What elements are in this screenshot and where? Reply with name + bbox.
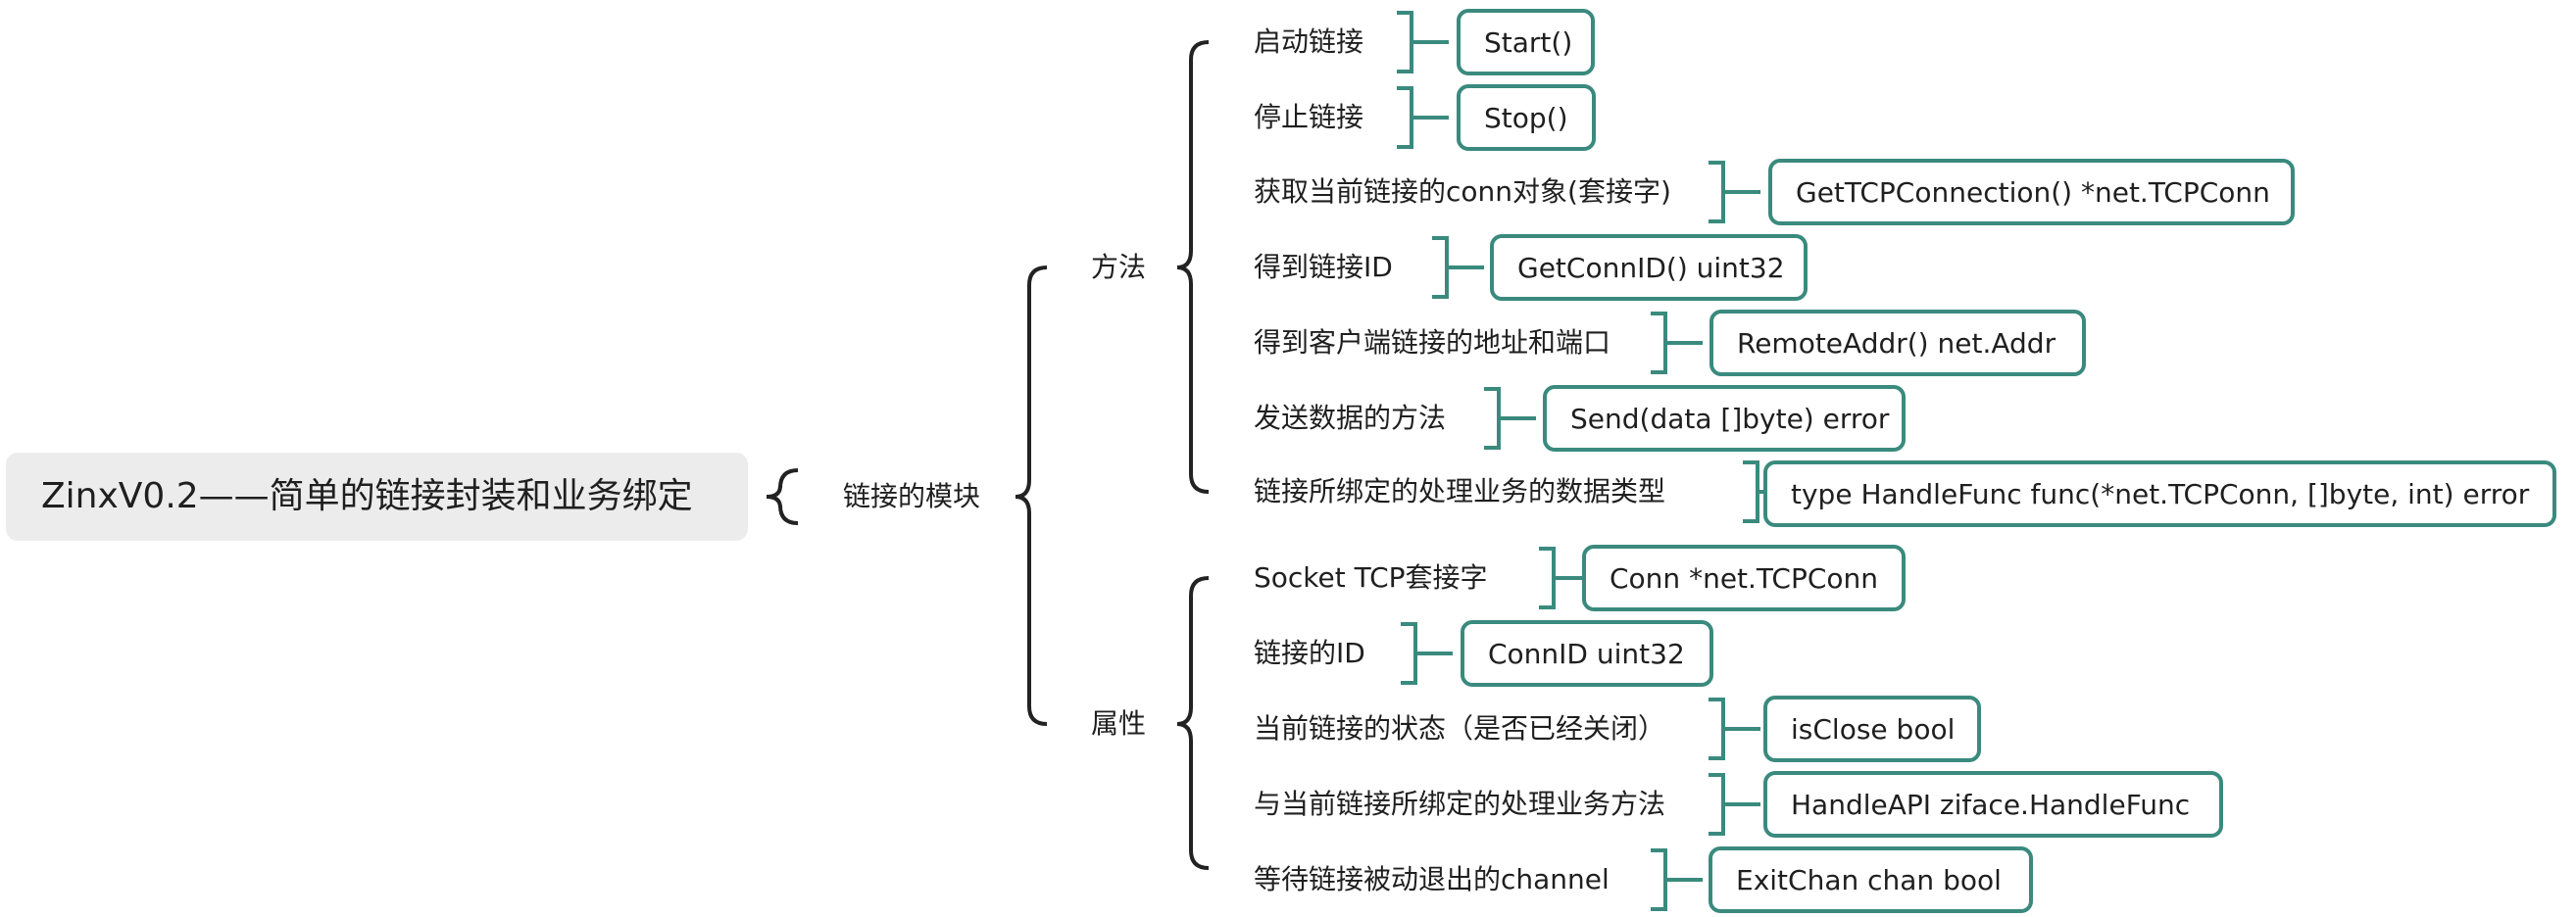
attribute-label[interactable]: 等待链接被动退出的channel [1254, 863, 1610, 895]
method-value-node[interactable]: GetConnID() uint32 [1490, 234, 1808, 301]
method-value-node[interactable]: type HandleFunc func(*net.TCPConn, []byt… [1763, 460, 2556, 527]
attribute-value: ConnID uint32 [1488, 637, 1685, 670]
method-label[interactable]: 发送数据的方法 [1254, 402, 1447, 434]
attribute-value-node[interactable]: ExitChan chan bool [1709, 846, 2033, 913]
method-label[interactable]: 获取当前链接的conn对象(套接字) [1254, 175, 1671, 208]
attributes-brace [1176, 576, 1210, 870]
method-value-node[interactable]: GetTCPConnection() *net.TCPConn [1768, 159, 2295, 225]
methods-brace [1176, 40, 1210, 494]
attribute-value: Conn *net.TCPConn [1610, 561, 1878, 595]
method-value: type HandleFunc func(*net.TCPConn, []byt… [1791, 477, 2530, 510]
method-value: GetTCPConnection() *net.TCPConn [1796, 175, 2270, 209]
attribute-label[interactable]: Socket TCP套接字 [1254, 561, 1488, 594]
method-label[interactable]: 停止链接 [1254, 101, 1364, 133]
connector-connid [1401, 622, 1453, 685]
attribute-value-node[interactable]: isClose bool [1763, 696, 1981, 762]
method-value-node[interactable]: Stop() [1457, 84, 1596, 151]
method-label[interactable]: 启动链接 [1254, 25, 1364, 58]
attribute-label[interactable]: 当前链接的状态（是否已经关闭） [1254, 712, 1666, 745]
method-value: Send(data []byte) error [1570, 402, 1890, 435]
method-value: Start() [1484, 25, 1573, 59]
connector-send [1484, 387, 1536, 450]
attributes-node[interactable]: 属性 [1091, 707, 1147, 740]
connector-remoteaddr [1651, 312, 1703, 374]
module-node[interactable]: 链接的模块 [843, 480, 981, 512]
root-brace [766, 468, 799, 525]
method-value-node[interactable]: RemoteAddr() net.Addr [1709, 310, 2086, 376]
root-node[interactable]: ZinxV0.2——简单的链接封装和业务绑定 [6, 453, 748, 541]
method-value: RemoteAddr() net.Addr [1737, 326, 2056, 360]
attribute-value-node[interactable]: Conn *net.TCPConn [1582, 545, 1906, 611]
method-label[interactable]: 得到客户端链接的地址和端口 [1254, 326, 1611, 359]
method-label[interactable]: 链接所绑定的处理业务的数据类型 [1254, 475, 1666, 507]
attribute-value-node[interactable]: HandleAPI ziface.HandleFunc [1763, 771, 2223, 838]
connector-isclose [1709, 698, 1760, 760]
method-value-node[interactable]: Send(data []byte) error [1543, 385, 1906, 452]
attribute-value-node[interactable]: ConnID uint32 [1461, 620, 1713, 687]
attribute-label[interactable]: 与当前链接所绑定的处理业务方法 [1254, 788, 1666, 820]
connector-stop [1397, 86, 1449, 149]
methods-node[interactable]: 方法 [1091, 251, 1147, 283]
attribute-value: isClose bool [1791, 712, 1956, 746]
connector-getconnid [1432, 236, 1484, 299]
attribute-label[interactable]: 链接的ID [1254, 637, 1365, 669]
method-label[interactable]: 得到链接ID [1254, 251, 1393, 283]
connector-exitchan [1651, 848, 1703, 911]
connector-gettcpconnection [1709, 161, 1760, 223]
root-title: ZinxV0.2——简单的链接封装和业务绑定 [41, 476, 693, 516]
method-value-node[interactable]: Start() [1457, 9, 1595, 75]
connector-handleapi [1709, 773, 1760, 836]
module-brace [1015, 265, 1048, 726]
attribute-value: HandleAPI ziface.HandleFunc [1791, 788, 2191, 821]
method-value: GetConnID() uint32 [1517, 251, 1785, 284]
connector-start [1397, 11, 1449, 73]
method-value: Stop() [1484, 101, 1568, 134]
attribute-value: ExitChan chan bool [1736, 863, 2002, 896]
